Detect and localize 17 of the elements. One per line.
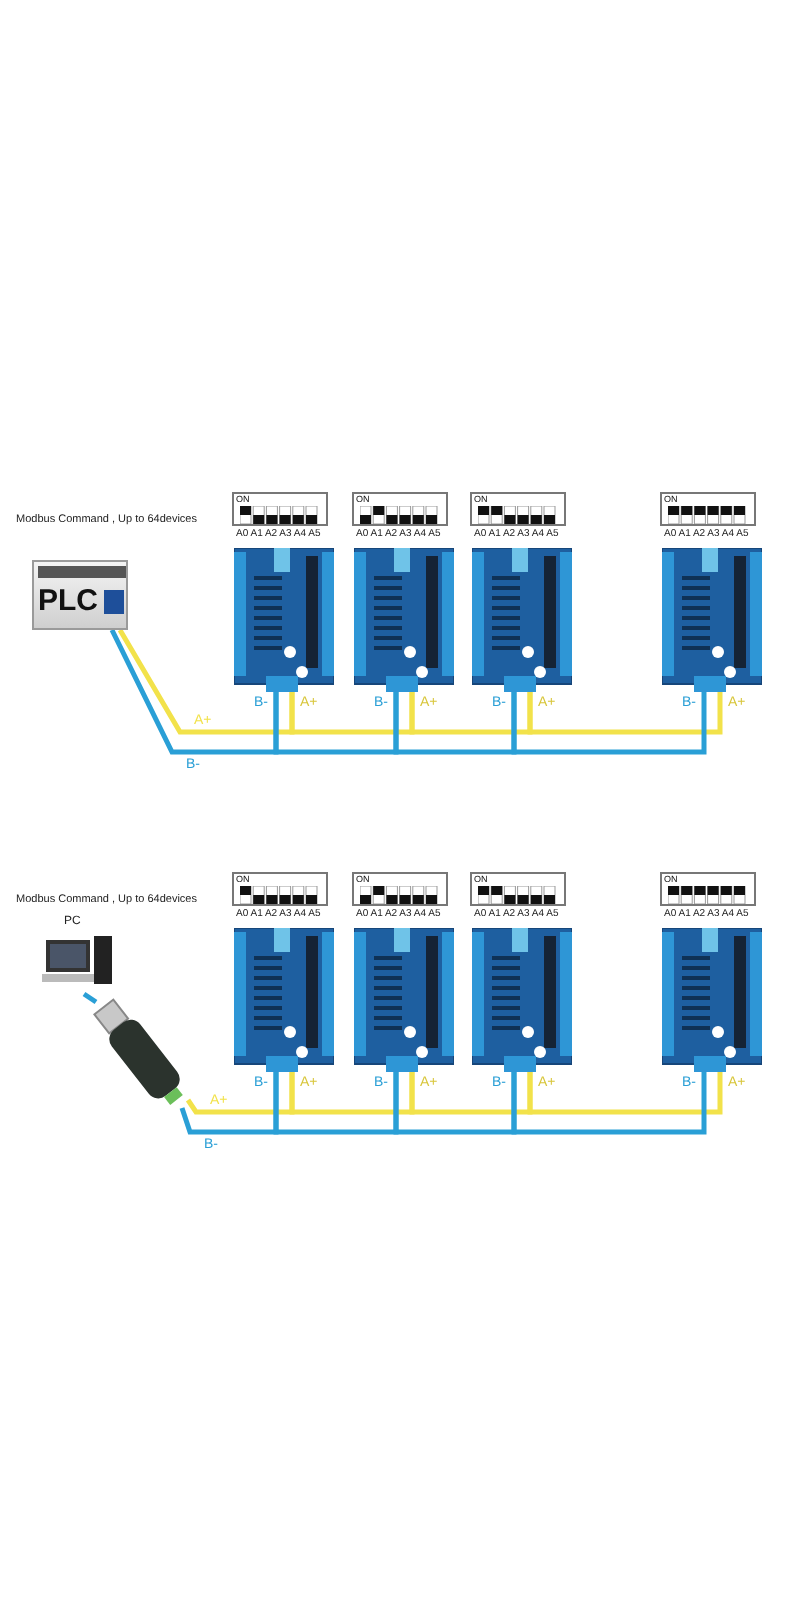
wire: [273, 1072, 399, 1135]
wire: [409, 1072, 533, 1115]
wire: [273, 692, 399, 755]
wire: [409, 692, 533, 735]
wire: [527, 692, 723, 735]
wire: [393, 692, 517, 755]
wire: [117, 628, 295, 735]
device-label: PLC: [38, 586, 98, 616]
wire: [527, 1072, 723, 1115]
wire: [289, 1072, 415, 1115]
wire: [109, 628, 279, 755]
wire: [511, 692, 707, 755]
wire: [82, 991, 98, 1005]
plc-unit: [32, 560, 128, 630]
wire: [393, 1072, 517, 1135]
wire: [289, 692, 415, 735]
wire: [511, 1072, 707, 1135]
